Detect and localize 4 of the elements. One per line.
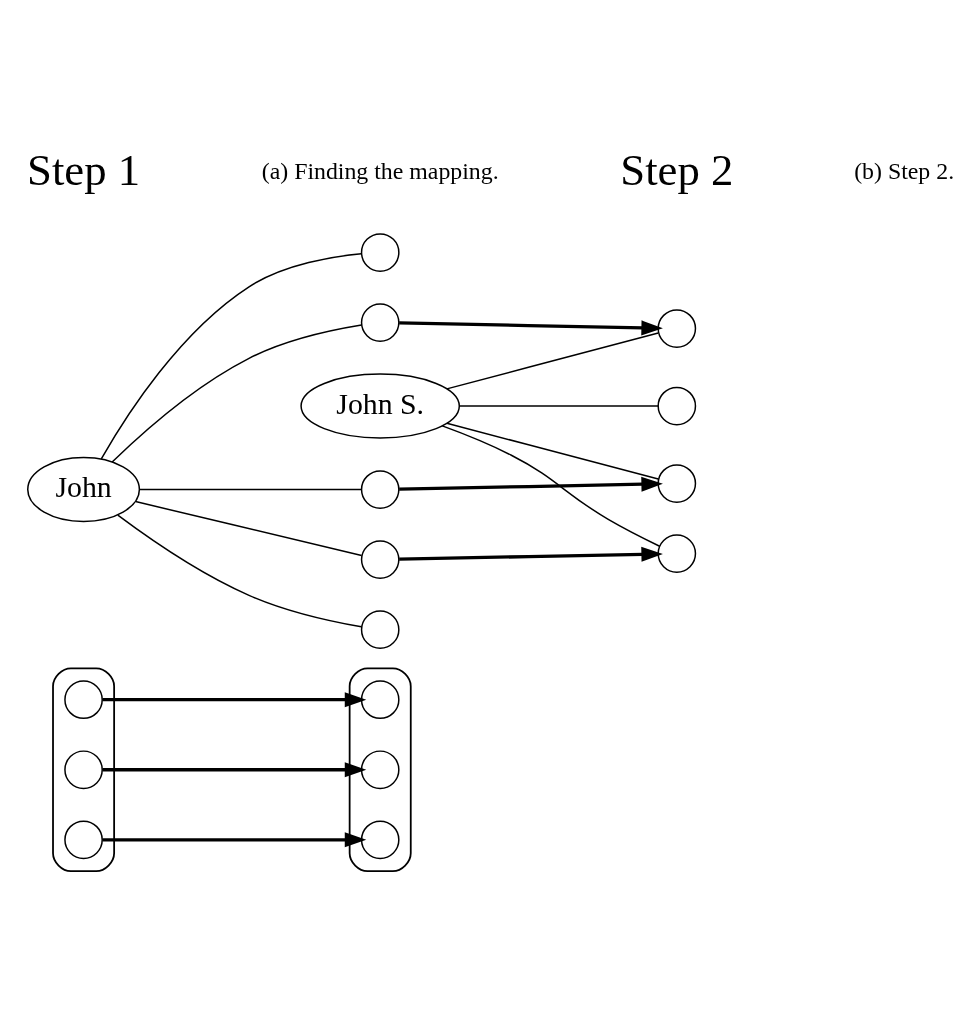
label: Step 1 [26,144,140,195]
label: (a) Finding the mapping. [261,157,499,184]
label: (b) Step 2. [853,157,954,184]
label: Step 2 [619,144,733,195]
